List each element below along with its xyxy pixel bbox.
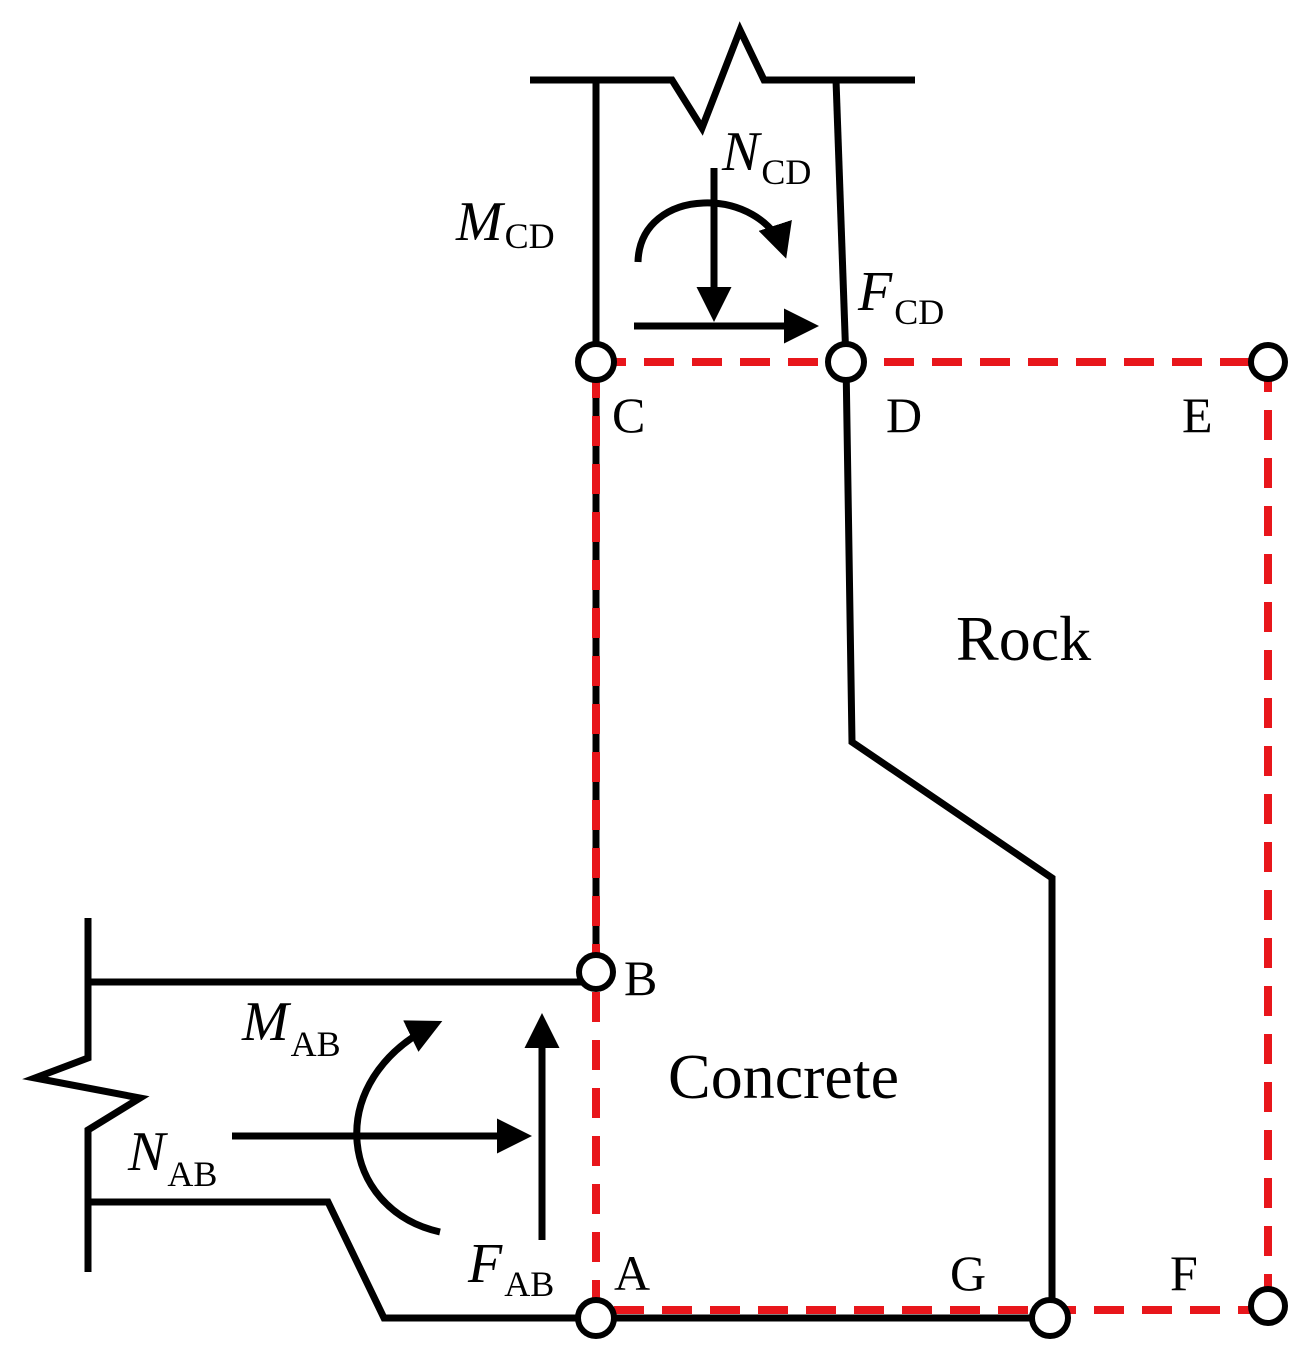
label-normal-force-ab: NAB bbox=[127, 1121, 217, 1194]
label-E: E bbox=[1182, 387, 1213, 443]
node-B bbox=[576, 952, 616, 992]
node-G bbox=[1029, 1297, 1071, 1339]
label-C: C bbox=[612, 387, 645, 443]
node-D bbox=[825, 341, 867, 383]
label-moment-cd: MCD bbox=[455, 191, 555, 256]
label-moment-ab: MAB bbox=[241, 991, 341, 1064]
moment-cd-arrow bbox=[634, 199, 792, 263]
label-F: F bbox=[1170, 1245, 1198, 1301]
point-labels: C D E B A G F bbox=[612, 387, 1213, 1301]
region-label-rock: Rock bbox=[956, 603, 1091, 674]
node-C bbox=[575, 341, 617, 383]
nodes bbox=[575, 341, 1288, 1339]
lower-slab-left-break bbox=[22, 918, 150, 1272]
moment-ab-arrow bbox=[353, 1020, 443, 1236]
region-label-concrete: Concrete bbox=[668, 1041, 899, 1112]
forces-cd bbox=[634, 168, 819, 344]
label-D: D bbox=[886, 387, 922, 443]
label-shear-force-cd: FCD bbox=[857, 261, 944, 332]
label-G: G bbox=[950, 1245, 986, 1301]
lower-slab bbox=[22, 918, 596, 1322]
label-B: B bbox=[624, 950, 657, 1006]
forces-ab bbox=[232, 1013, 560, 1240]
lower-slab-bottom-edge bbox=[88, 1198, 596, 1322]
node-E bbox=[1248, 342, 1288, 382]
dashed-boundary bbox=[592, 358, 1272, 1314]
concrete-body-outline bbox=[592, 361, 1056, 1322]
upper-column-right-edge bbox=[832, 79, 850, 363]
upper-column-top-break bbox=[530, 21, 915, 136]
label-A: A bbox=[614, 1245, 650, 1301]
label-normal-force-cd: NCD bbox=[721, 121, 811, 192]
node-F bbox=[1248, 1286, 1288, 1326]
upper-column bbox=[530, 21, 915, 363]
node-A bbox=[575, 1297, 617, 1339]
label-shear-force-ab: FAB bbox=[467, 1233, 554, 1304]
concrete-rock-interface bbox=[842, 361, 1056, 1318]
